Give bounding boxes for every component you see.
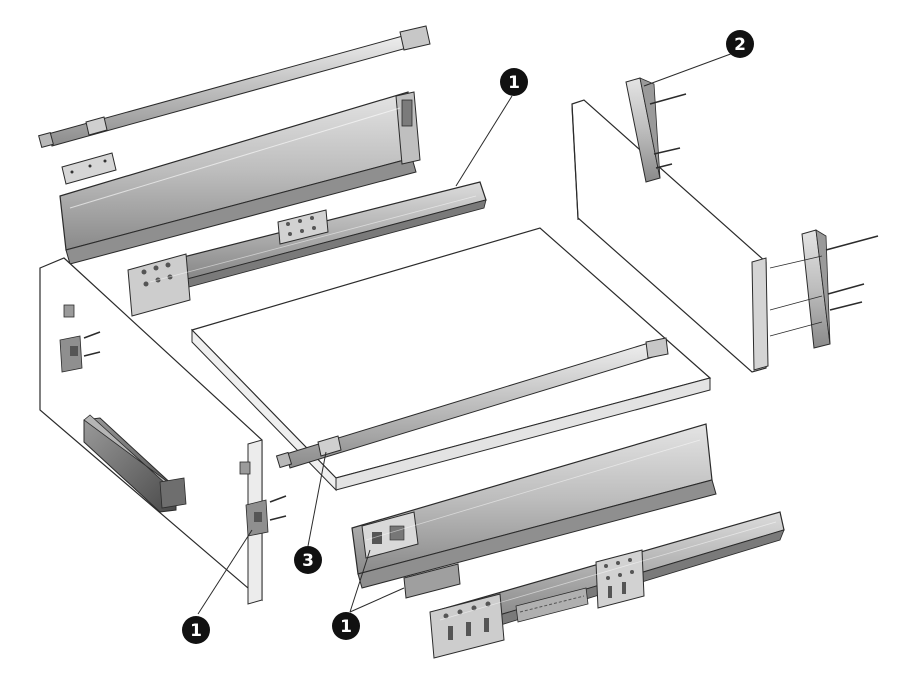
drawer-runner-rear	[127, 181, 487, 317]
callout-1-top-label: 1	[508, 73, 520, 93]
drawer-back-panel	[571, 99, 769, 373]
rear-bracket-top	[625, 77, 687, 183]
front-gallery-rod	[275, 337, 669, 469]
drawer-side-panel-rear	[59, 91, 421, 265]
cover-plate-top	[61, 152, 117, 185]
rear-bracket-bottom	[769, 229, 879, 349]
callout-3-label: 3	[302, 551, 314, 571]
drawer-runner-front	[429, 511, 785, 659]
callout-2-top-label: 2	[734, 35, 746, 55]
front-fitting-upper	[59, 304, 101, 373]
drawer-side-panel-front	[351, 423, 717, 589]
drawer-handle	[83, 414, 187, 513]
front-fitting-lower	[239, 461, 287, 537]
callout-1-bottom-left: 1	[182, 616, 210, 644]
leader-lines	[197, 51, 737, 615]
callout-2-top: 2	[726, 30, 754, 58]
drawer-front-panel	[39, 257, 287, 605]
callout-1-bottom-left-label: 1	[190, 621, 202, 641]
top-gallery-rod	[38, 25, 431, 148]
callout-1-top: 1	[500, 68, 528, 96]
callout-3: 3	[294, 546, 322, 574]
cover-plate-bottom	[403, 563, 461, 599]
callout-1-bottom-mid: 1	[332, 612, 360, 640]
callout-1-bottom-mid-label: 1	[340, 617, 352, 637]
